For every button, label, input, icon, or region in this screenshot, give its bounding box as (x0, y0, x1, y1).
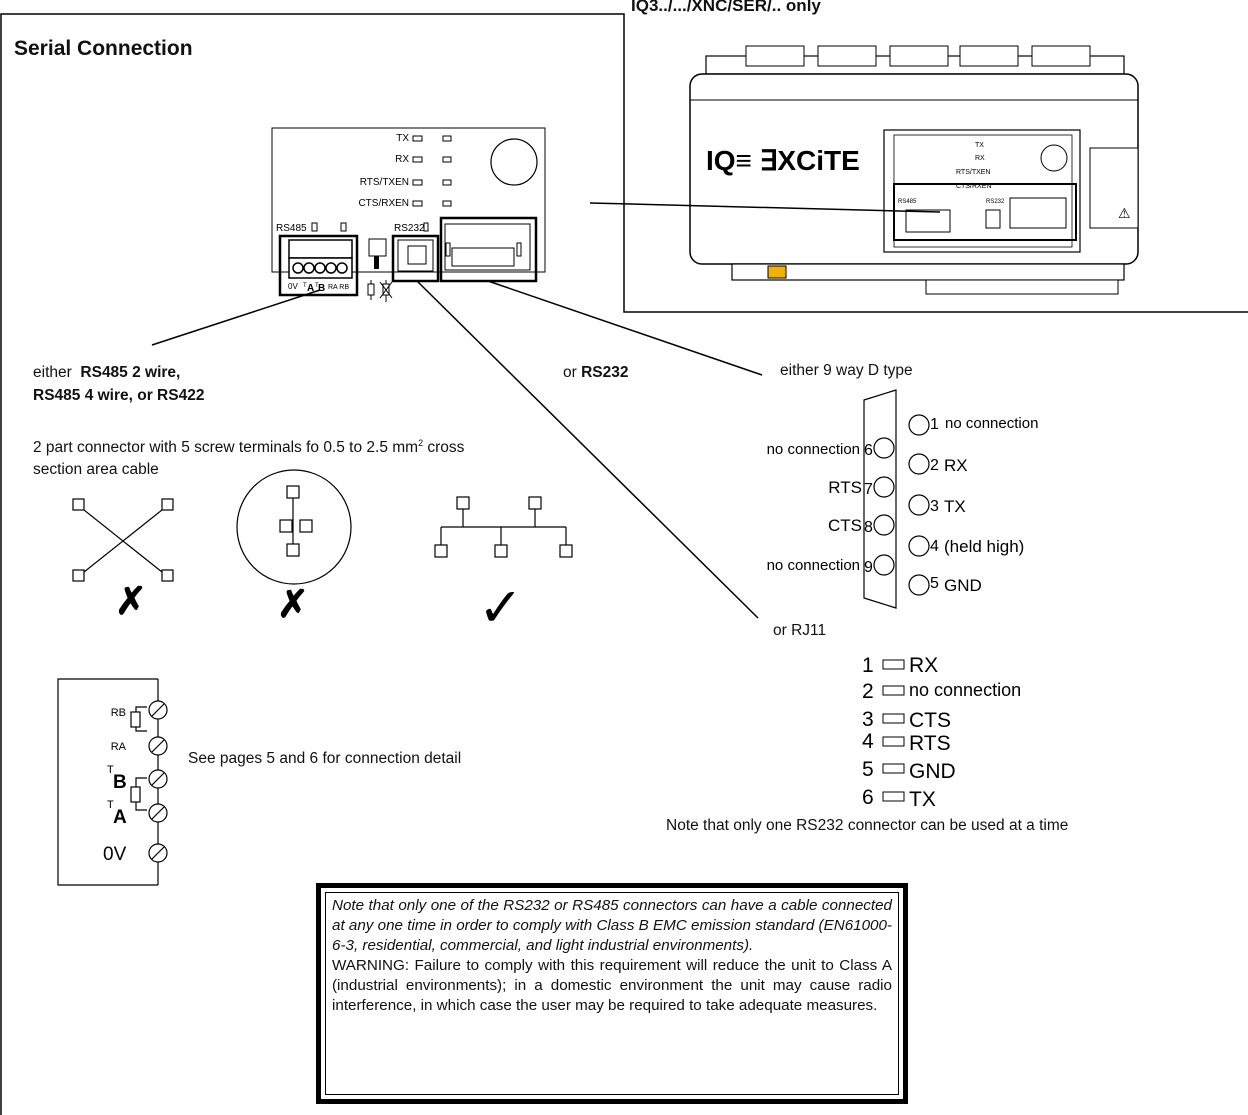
rj11-heading: or RJ11 (773, 622, 827, 639)
dtype-pin-label: TX (944, 497, 966, 516)
svg-text:RS485: RS485 (898, 199, 917, 205)
rj11-pins: 1 RX 2 no connection 3 CTS 4 RTS 5 GND 6… (862, 654, 1021, 811)
board-button (490, 138, 538, 186)
svg-text:T: T (107, 799, 114, 811)
warning-plain-text: WARNING: Failure to comply with this req… (332, 957, 892, 1014)
dtype-pin-num: 6 (864, 442, 873, 459)
dtype-pin-label: (held high) (944, 537, 1024, 556)
comm-board: TX RX RTS/TXEN CTS/RXEN RS485 RS232 0V T… (271, 127, 546, 302)
connector-desc-part1: 2 part connector with 5 screw terminals … (33, 439, 419, 457)
rj11-pin-num: 6 (862, 786, 874, 809)
rj11-pin-label: no connection (909, 680, 1021, 700)
rj11-pin-label: RTS (909, 732, 951, 755)
rj11-pin-num: 5 (862, 758, 874, 781)
svg-text:RX: RX (975, 155, 985, 162)
led-label-rts: RTS/TXEN (360, 177, 409, 188)
rs485-options-line2: RS485 4 wire, or RS422 (33, 387, 205, 404)
rj11-pin-label: RX (909, 654, 938, 677)
led-label-cts: CTS/RXEN (358, 198, 409, 209)
rs232-board-label: RS232 (394, 223, 425, 234)
dtype-pin-num: 7 (864, 481, 873, 498)
rj11-socket (391, 234, 440, 283)
rj11-pin-label: GND (909, 760, 956, 783)
see-pages-note: See pages 5 and 6 for connection detail (188, 750, 462, 767)
rs485-options-line1: RS485 2 wire, (80, 364, 181, 381)
svg-text:RA RB: RA RB (328, 284, 349, 291)
dtype-pin-label: no connection (767, 441, 860, 458)
top-terminal-blocks (745, 45, 1091, 67)
svg-text:CTS/RXEN: CTS/RXEN (956, 183, 991, 190)
rs485-terminal-block (278, 234, 359, 297)
rj11-pin-num: 2 (862, 680, 874, 703)
dtype-pin-label: no connection (767, 557, 860, 574)
topology-bus-icon (434, 496, 573, 558)
rj11-pin-num: 3 (862, 708, 874, 731)
connector-description: 2 part connector with 5 screw terminals … (33, 438, 464, 457)
dtype-pin-num: 8 (864, 519, 873, 536)
dtype-pin-label: CTS (828, 516, 862, 535)
terminal-label-ra: RA (111, 741, 127, 753)
dtype-pin-label: GND (944, 576, 982, 595)
rs485-prefix: either (33, 364, 72, 381)
connector-desc-sup: 2 (418, 438, 424, 448)
terminal-label-a: A (113, 807, 127, 828)
dtype-heading: either 9 way D type (780, 362, 913, 379)
svg-text:T: T (107, 764, 114, 776)
dtype-pin-num: 4 (930, 538, 939, 555)
rj11-pin-num: 1 (862, 654, 874, 677)
rj11-pin-label: TX (909, 788, 936, 811)
dtype-pin-num: 2 (930, 457, 939, 474)
rs232-label: or RS232 (563, 364, 629, 382)
dtype-pin-label: RTS (828, 478, 862, 497)
led-label-tx: TX (396, 133, 409, 144)
check-icon: ✓ (478, 578, 523, 638)
dtype-pin-label: no connection (945, 415, 1038, 432)
rj11-note: Note that only one RS232 connector can b… (666, 817, 1069, 834)
svg-text:TX: TX (975, 142, 984, 149)
dtype-pin-num: 1 (930, 416, 939, 433)
topology-star-icon (72, 498, 174, 582)
connector-description-line2: section area cable (33, 461, 159, 478)
terminal-label-0v: 0V (103, 844, 127, 865)
svg-text:⚠: ⚠ (1118, 205, 1131, 221)
dtype-pin-num: 3 (930, 498, 939, 515)
svg-text:0V: 0V (288, 282, 298, 291)
warning-italic-text: Note that only one of the RS232 or RS485… (332, 897, 892, 954)
topology-ring-icon (236, 469, 352, 585)
cross-icon: ✗ (115, 581, 147, 623)
svg-text:A: A (307, 283, 314, 294)
dtype-pin-num: 5 (930, 575, 939, 592)
svg-text:T: T (303, 283, 307, 289)
dtype-pin-labels: 1 no connection 2 RX 3 TX 4 (held high) … (767, 415, 1039, 595)
svg-text:RS232: RS232 (986, 199, 1005, 205)
page-title: Serial Connection (14, 37, 193, 60)
model-note: IQ3../.../XNC/SER/.. only (631, 0, 821, 15)
page-frame (0, 13, 1248, 1115)
rs485-terminal-detail: RB RA T B T A 0V (57, 678, 168, 886)
svg-text:RTS/TXEN: RTS/TXEN (956, 169, 991, 176)
connector-desc-part2: cross (423, 439, 465, 457)
rs232-name: RS232 (581, 364, 629, 381)
led-label-rx: RX (395, 154, 409, 165)
controller-unit: IQ≡ ∃XCiTE TX RX RTS/TXEN CTS/RXEN RS485 RS… (689, 45, 1139, 295)
warning-box: Note that only one of the RS232 or RS485… (316, 883, 908, 1104)
rs485-options: either RS485 2 wire, (33, 364, 180, 382)
cross-icon: ✗ (277, 584, 309, 626)
terminal-label-rb: RB (111, 707, 126, 719)
svg-text:B: B (318, 283, 325, 294)
terminal-label-b: B (113, 772, 127, 793)
warning-text: Note that only one of the RS232 or RS485… (325, 892, 899, 1095)
rj11-pin-num: 4 (862, 730, 874, 753)
rj11-pin-label: CTS (909, 709, 951, 732)
brand-logo: IQ≡ ∃XCiTE (706, 145, 860, 176)
svg-text:T: T (315, 283, 319, 289)
rs232-prefix: or (563, 364, 577, 381)
rs485-board-label: RS485 (276, 223, 307, 234)
dtype-pin-label: RX (944, 456, 968, 475)
dtype-pin-num: 9 (864, 559, 873, 576)
